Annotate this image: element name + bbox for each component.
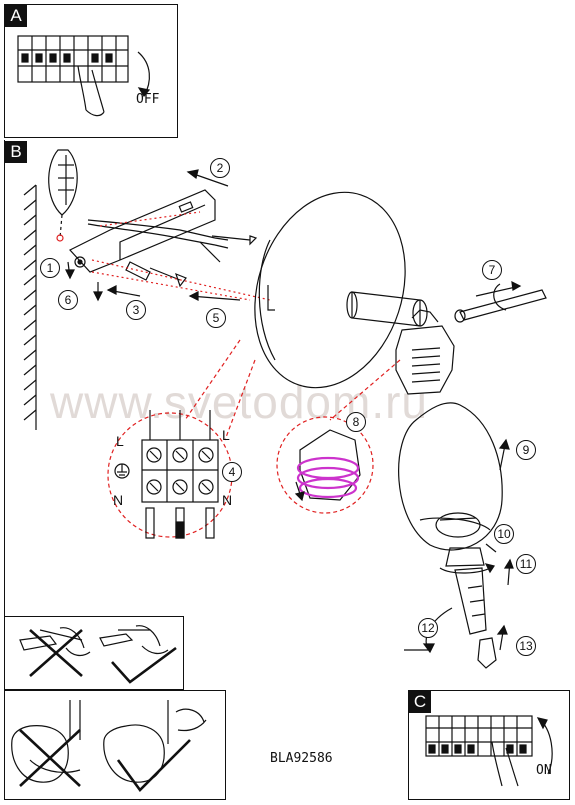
glass-shade bbox=[398, 402, 503, 551]
step-11: 11 bbox=[516, 554, 536, 574]
connector-wrong bbox=[19, 627, 91, 677]
panel-b bbox=[4, 140, 571, 618]
breaker-box-on bbox=[425, 715, 533, 757]
breaker-box-off bbox=[17, 35, 129, 83]
connector-correct bbox=[99, 625, 177, 684]
step-5: 5 bbox=[206, 308, 226, 328]
hand-icon-c bbox=[491, 741, 519, 787]
step-13: 13 bbox=[516, 636, 536, 656]
screw-middle bbox=[149, 267, 187, 288]
panel-a bbox=[4, 4, 178, 138]
wall-plug-icon bbox=[48, 149, 78, 216]
lamp-arm bbox=[351, 291, 421, 327]
panel-c-tag: C bbox=[409, 691, 431, 713]
bulb-handling-wrong bbox=[11, 700, 81, 787]
panel-b-tag: B bbox=[5, 141, 27, 163]
supply-cable bbox=[87, 223, 216, 246]
panel-safety-connector bbox=[4, 616, 184, 690]
step-10: 10 bbox=[494, 524, 514, 544]
svg-text:L: L bbox=[116, 433, 124, 449]
mounting-bracket bbox=[69, 189, 216, 273]
svg-text:N: N bbox=[113, 492, 123, 508]
step-2: 2 bbox=[210, 158, 230, 178]
step-6: 6 bbox=[58, 290, 78, 310]
step-9: 9 bbox=[516, 440, 536, 460]
bulb-handling-correct bbox=[103, 700, 207, 792]
lamp-socket bbox=[395, 325, 455, 395]
hand-icon bbox=[77, 65, 105, 117]
g9-bulb-icon bbox=[477, 637, 497, 669]
bulb-holder-cone bbox=[454, 567, 487, 635]
step-1: 1 bbox=[40, 258, 60, 278]
panel-a-tag: A bbox=[5, 5, 27, 27]
terminal-block bbox=[141, 410, 219, 539]
socket-ring-detail bbox=[299, 429, 361, 501]
step-7: 7 bbox=[482, 260, 502, 280]
step-4: 4 bbox=[222, 462, 242, 482]
step-12: 12 bbox=[418, 618, 438, 638]
on-label: ON bbox=[536, 763, 552, 778]
svg-text:L: L bbox=[222, 427, 230, 443]
step-8: 8 bbox=[346, 412, 366, 432]
off-label: OFF bbox=[136, 92, 160, 107]
wall-plug-small bbox=[125, 261, 151, 281]
step-3: 3 bbox=[126, 300, 146, 320]
model-code: BLA92586 bbox=[270, 751, 333, 766]
joint-rod bbox=[459, 289, 547, 321]
ceiling-canopy bbox=[254, 191, 406, 389]
panel-safety-bulb bbox=[4, 690, 226, 800]
screw-ring bbox=[445, 547, 485, 567]
ground-symbol bbox=[114, 463, 130, 479]
wall-icon bbox=[23, 184, 37, 430]
screw-top bbox=[211, 235, 258, 246]
svg-text:N: N bbox=[222, 492, 232, 508]
panel-c bbox=[408, 690, 570, 800]
